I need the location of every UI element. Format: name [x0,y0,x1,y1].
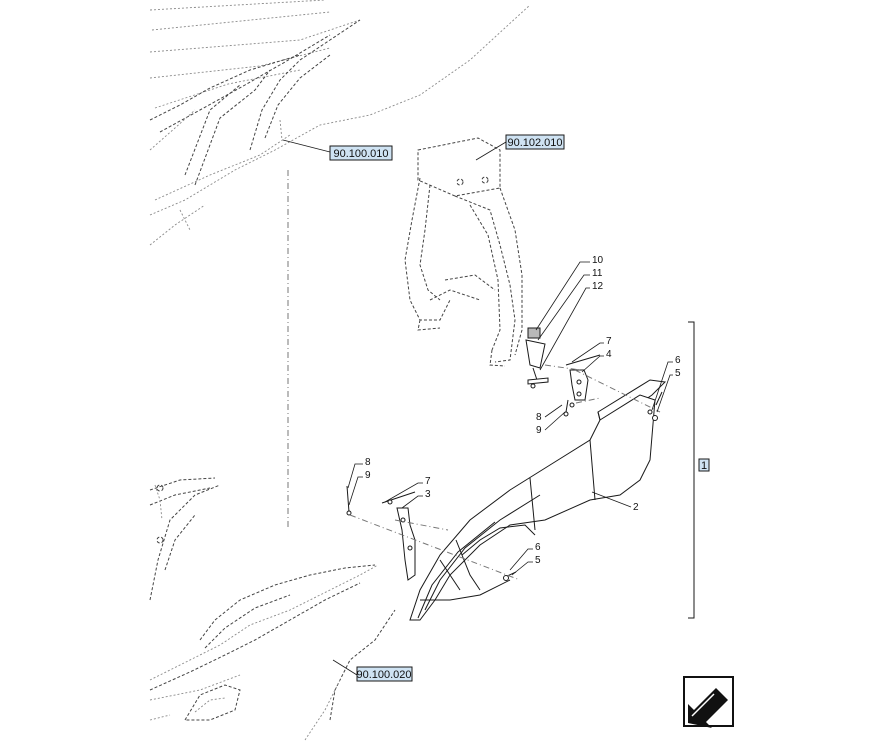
callout-8-upper: 8 [536,412,542,423]
rear-bracket [565,354,601,408]
callout-5-upper: 5 [675,368,681,379]
callout-7-lower: 7 [425,476,431,487]
callout-2: 2 [633,502,639,513]
group-label: 1 [701,460,707,472]
callout-6-lower: 6 [535,542,541,553]
assembly-lines [349,364,661,581]
reference-label: 90.100.010 [333,148,388,160]
bolts [346,391,663,581]
callout-7-upper: 7 [606,336,612,347]
reference-label: 90.100.020 [356,669,411,681]
reference-90-100-010[interactable]: 90.100.010 [282,139,393,161]
callout-11: 11 [592,268,603,279]
group-bracket: 1 [688,321,710,619]
callout-6-upper: 6 [675,355,681,366]
upper-bracket [525,327,549,389]
callout-12: 12 [592,281,604,292]
front-bracket [381,491,416,581]
callout-9-upper: 9 [536,425,542,436]
callout-4: 4 [606,349,612,360]
callouts: 10 11 12 7 4 6 5 8 9 8 9 7 3 2 6 5 [347,255,681,576]
cab-frame-ghost [404,137,523,367]
callout-8-lower: 8 [365,457,371,468]
reference-90-100-020[interactable]: 90.100.020 [332,659,413,682]
callout-3: 3 [425,489,431,500]
callout-9-lower: 9 [365,470,371,481]
fender-part [409,379,667,621]
direction-arrow-icon[interactable] [683,676,734,728]
hood-ghost-outline [149,477,396,741]
callout-10: 10 [592,255,604,266]
reference-90-102-010[interactable]: 90.102.010 [475,134,565,161]
reference-label: 90.102.010 [507,137,562,149]
callout-5-lower: 5 [535,555,541,566]
cab-ghost-outline [149,0,531,246]
